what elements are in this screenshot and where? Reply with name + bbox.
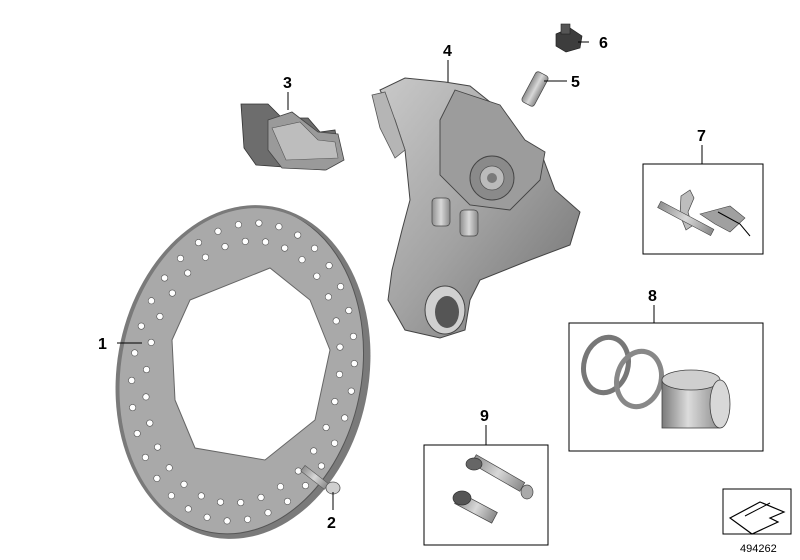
callout-1: 1 — [98, 336, 107, 353]
callout-3: 3 — [283, 75, 292, 92]
disc-hole — [154, 443, 162, 451]
disc-hole — [331, 398, 339, 406]
disc-hole — [244, 515, 252, 523]
callout-9: 9 — [480, 408, 489, 425]
pin-kit-box — [642, 163, 764, 255]
disc-hole — [234, 221, 242, 229]
callout-7: 7 — [697, 128, 706, 145]
disc-hole — [184, 269, 192, 277]
disc-hole — [261, 238, 269, 246]
disc-hole — [203, 513, 211, 521]
disc-hole — [133, 429, 141, 437]
callout-2: 2 — [327, 515, 336, 532]
brake-caliper — [371, 77, 581, 339]
disc-hole — [142, 393, 150, 401]
disc-hole — [317, 462, 325, 470]
disc-holes — [128, 219, 358, 525]
disc-hole — [298, 256, 306, 264]
disc-hole — [184, 505, 192, 513]
brake-pads — [240, 103, 345, 171]
disc-hole — [325, 262, 333, 270]
disc-hole — [161, 274, 169, 282]
disc-hole — [322, 423, 330, 431]
leader-lines — [117, 41, 703, 510]
disc-hole — [180, 480, 188, 488]
disc-hole — [255, 219, 263, 227]
disc-hole — [223, 517, 231, 525]
bleed-cap — [555, 23, 583, 53]
arrow-icon[interactable] — [722, 488, 792, 535]
disc-bolt — [300, 464, 341, 495]
disc-hole — [331, 439, 339, 447]
disc-hole — [336, 343, 344, 351]
disc-hole — [146, 419, 154, 427]
disc-hole — [347, 387, 355, 395]
callout-5: 5 — [571, 74, 580, 91]
disc-hole — [283, 497, 291, 505]
disc-hole — [143, 366, 151, 374]
disc-hole — [294, 231, 302, 239]
disc-hole — [177, 254, 185, 262]
disc-hole — [156, 312, 164, 320]
disc-hole — [153, 474, 161, 482]
disc-hole — [167, 492, 175, 500]
disc-hole — [264, 509, 272, 517]
disc-hole — [324, 293, 332, 301]
disc-hole — [313, 272, 321, 280]
disc-hole — [276, 483, 284, 491]
disc-hole — [349, 332, 357, 340]
disc-hole — [341, 414, 349, 422]
seal-piston-box — [568, 322, 764, 452]
disc-hole — [241, 237, 249, 245]
disc-hole — [141, 453, 149, 461]
disc-hole — [129, 404, 137, 412]
callout-6: 6 — [599, 35, 608, 52]
callout-4: 4 — [443, 43, 452, 60]
disc-hole — [281, 244, 289, 252]
disc-hole — [332, 317, 340, 325]
bolt-kit-box — [423, 444, 549, 546]
disc-hole — [310, 447, 318, 455]
disc-hole — [137, 322, 145, 330]
disc-hole — [195, 239, 203, 247]
disc-hole — [202, 253, 210, 261]
disc-hole — [168, 289, 176, 297]
disc-hole — [350, 360, 358, 368]
bleed-valve — [521, 71, 549, 107]
disc-hole — [147, 338, 155, 346]
disc-hole — [345, 306, 353, 314]
disc-hole — [275, 223, 283, 231]
disc-hole — [217, 498, 225, 506]
callout-8: 8 — [648, 288, 657, 305]
disc-hole — [311, 244, 319, 252]
disc-hole — [301, 482, 309, 490]
disc-hole — [128, 376, 136, 384]
callouts: 1 2 3 4 5 6 7 8 9 — [98, 35, 706, 532]
disc-hole — [237, 499, 245, 507]
disc-hole — [147, 297, 155, 305]
disc-hole — [165, 464, 173, 472]
document-number: 494262 — [740, 543, 777, 555]
disc-hole — [197, 492, 205, 500]
disc-hole — [221, 243, 229, 251]
disc-hole — [337, 283, 345, 291]
brake-disc — [115, 205, 371, 539]
disc-hole — [214, 227, 222, 235]
disc-hole — [257, 493, 265, 501]
disc-hole — [335, 370, 343, 378]
disc-hole — [131, 349, 139, 357]
